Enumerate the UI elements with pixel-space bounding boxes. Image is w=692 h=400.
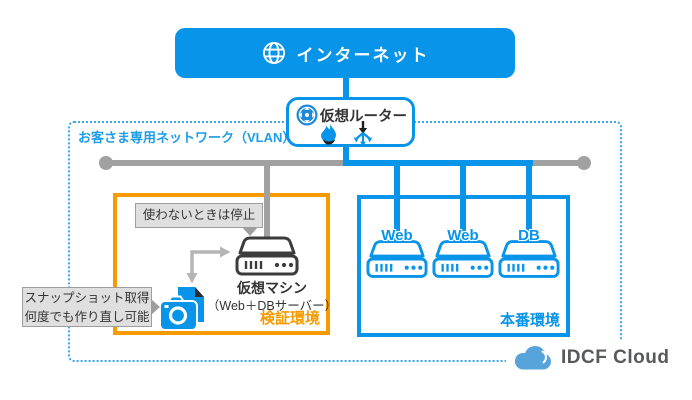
cloud-icon — [514, 345, 551, 370]
globe-icon — [262, 42, 285, 64]
virtual-router-node: 仮想ルーター — [286, 97, 415, 147]
production-environment-label: 本番環境 — [499, 312, 560, 329]
internet-to-router-link — [343, 78, 349, 98]
server-label-web2: Web — [447, 227, 479, 244]
snapshot-flow-arrow — [186, 246, 231, 284]
snapshot-tooltip: スナップショット取得 何度でも作り直し可能 — [22, 287, 152, 327]
load-balancer-icon — [353, 121, 373, 147]
internet-label: インターネット — [296, 45, 430, 65]
vm-detail-label: （Web＋DBサーバー） — [206, 298, 338, 313]
stop-tooltip-pointer — [242, 227, 258, 236]
bus-to-db-link — [526, 160, 532, 242]
bus-endpoint-left — [99, 156, 113, 170]
server-icon — [366, 240, 428, 278]
router-icon — [296, 104, 318, 126]
router-to-bus-link — [343, 147, 349, 161]
internet-node: インターネット — [175, 28, 515, 78]
server-icon — [498, 240, 560, 278]
bus-to-web2-link — [460, 160, 466, 242]
virtual-router-label: 仮想ルーター — [320, 109, 407, 125]
vlan-label: お客さま専用ネットワーク（VLAN） — [78, 130, 296, 145]
stop-tooltip: 使わないときは停止 — [135, 203, 263, 228]
server-label-web1: Web — [381, 227, 413, 244]
bus-to-web1-link — [394, 160, 400, 242]
idcf-cloud-logo: IDCF Cloud — [506, 341, 676, 374]
snapshot-tooltip-line2: 何度でも作り直し可能 — [24, 310, 150, 325]
camera-snapshot-icon — [159, 287, 204, 331]
server-icon — [235, 236, 299, 276]
vm-labels: 仮想マシン （Web＋DBサーバー） — [187, 279, 357, 315]
snapshot-tooltip-pointer — [151, 299, 160, 315]
snapshot-tooltip-line1: スナップショット取得 — [24, 291, 150, 305]
server-icon — [432, 240, 494, 278]
staging-environment-label: 検証環境 — [259, 310, 320, 327]
vm-name-label: 仮想マシン — [237, 280, 307, 296]
server-label-db: DB — [518, 227, 540, 244]
bus-to-vm-link — [264, 160, 270, 240]
staging-environment-box: 検証環境 — [113, 193, 330, 335]
idcf-cloud-logo-text: IDCF Cloud — [561, 346, 670, 368]
bus-blue-segment — [343, 160, 533, 166]
bus-endpoint-right — [577, 156, 591, 170]
firewall-flame-icon — [321, 124, 336, 145]
